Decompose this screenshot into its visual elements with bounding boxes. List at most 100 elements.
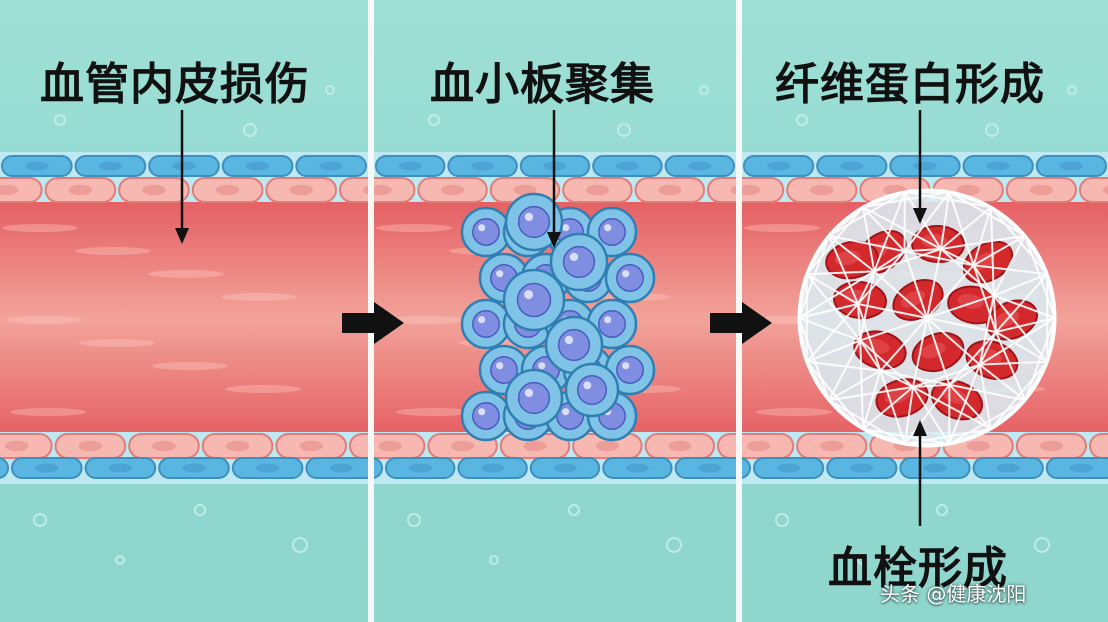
platelet bbox=[549, 232, 609, 292]
fibrin-strand bbox=[948, 191, 975, 266]
vessel-wall-cell bbox=[339, 177, 368, 203]
vessel-wall-cell bbox=[0, 177, 43, 203]
vessel-lumen bbox=[0, 200, 368, 438]
fibrin-strand bbox=[862, 386, 914, 430]
fibrin-strand bbox=[904, 248, 942, 253]
endothelial-cell bbox=[899, 457, 971, 479]
endothelial-cell bbox=[889, 155, 961, 177]
fibrin-strand bbox=[978, 331, 997, 366]
pointer-arrow-icon bbox=[913, 420, 927, 526]
fibrin-strand bbox=[926, 248, 942, 319]
vessel-wall-cell bbox=[562, 177, 633, 203]
transition-arrow-icon bbox=[710, 302, 772, 344]
fibrin-strand bbox=[939, 191, 951, 250]
stage-label-fibrin-formation: 纤维蛋白形成 bbox=[775, 59, 1045, 110]
pointer-arrow-icon bbox=[913, 110, 927, 224]
vessel-wall-cell bbox=[118, 177, 190, 203]
fibrin-strand bbox=[859, 317, 928, 342]
vessel-wall-cell bbox=[796, 433, 868, 459]
fibrin-strand bbox=[990, 206, 1049, 275]
endothelial-cell bbox=[753, 457, 825, 479]
pointer-arrow-icon bbox=[175, 110, 189, 244]
fibrin-strand bbox=[798, 270, 875, 319]
stage-label-platelet-aggregation: 血小板聚集 bbox=[430, 59, 655, 110]
stage-label-endothelial-injury: 血管内皮损伤 bbox=[40, 59, 310, 110]
platelet bbox=[478, 344, 530, 396]
fibrin-strand bbox=[995, 273, 1049, 333]
fibrin-strand bbox=[949, 383, 1026, 402]
fibrin-strand bbox=[912, 317, 928, 388]
endothelial-cell bbox=[447, 155, 518, 177]
fibrin-strand bbox=[862, 370, 882, 430]
endothelial-cell bbox=[74, 155, 147, 177]
fibrin-strand bbox=[806, 360, 881, 372]
vessel-wall-cell bbox=[275, 433, 347, 459]
watermark: 头条 @健康沈阳 bbox=[880, 582, 1027, 606]
panel-fibrin-formation bbox=[742, 0, 1108, 622]
vessel-wall-cell bbox=[191, 177, 264, 203]
fibrin-strand bbox=[993, 294, 1056, 319]
endothelial-cell bbox=[972, 457, 1044, 479]
fibrin-strand bbox=[995, 317, 1056, 333]
fibrin-strand bbox=[903, 384, 951, 445]
vessel-wall-cell bbox=[786, 177, 858, 203]
fibrin-strand bbox=[978, 295, 995, 365]
fibrin-strand bbox=[972, 264, 995, 297]
endothelial-cell bbox=[385, 457, 456, 479]
fibrin-strand bbox=[940, 248, 975, 267]
endothelial-cell bbox=[816, 155, 888, 177]
endothelial-cell bbox=[11, 457, 83, 479]
vessel-wall-cell bbox=[265, 177, 337, 203]
vessel-wall-cell bbox=[374, 177, 416, 203]
endothelial-cell bbox=[375, 155, 446, 177]
vessel-wall-cell bbox=[1089, 433, 1108, 459]
fibrin-strand bbox=[798, 235, 830, 319]
fibrin-strand bbox=[979, 317, 1056, 366]
fibrin-strand bbox=[926, 264, 975, 319]
endothelial-cell bbox=[305, 457, 368, 479]
fibrin-strand bbox=[806, 270, 875, 276]
fibrin-strand bbox=[940, 206, 992, 250]
fibrin-strand bbox=[948, 363, 981, 386]
panel-endothelial-injury bbox=[0, 0, 368, 622]
fibrin-strand bbox=[879, 370, 906, 445]
vessel-wall-cell bbox=[1079, 177, 1108, 203]
endothelial-cell bbox=[529, 457, 601, 479]
endothelial-cell bbox=[457, 457, 528, 479]
fibrin-strand bbox=[857, 303, 862, 341]
fibrin-strand bbox=[805, 361, 864, 430]
fibrin-strand bbox=[992, 294, 1049, 363]
vessel-wall-cell bbox=[634, 177, 706, 203]
fibrin-strand bbox=[903, 191, 942, 250]
fibrin-strand bbox=[926, 317, 981, 366]
endothelial-cell bbox=[1035, 155, 1107, 177]
fibrin-strand bbox=[828, 191, 906, 237]
endothelial-cell bbox=[1045, 457, 1108, 479]
vessel-wall-cell bbox=[644, 433, 716, 459]
endothelial-cell bbox=[826, 457, 898, 479]
endothelial-cell bbox=[743, 155, 815, 177]
endothelial-cell bbox=[0, 457, 9, 479]
endothelial-cell bbox=[231, 457, 304, 479]
endothelial-cell bbox=[742, 457, 751, 479]
endothelial-cell bbox=[1, 155, 73, 177]
platelet bbox=[460, 206, 512, 258]
fibrin-strand bbox=[926, 317, 951, 386]
fibrin-strand bbox=[859, 339, 882, 372]
vessel-wall-cell bbox=[349, 433, 368, 459]
fibrin-strand bbox=[993, 273, 1048, 297]
platelet bbox=[502, 268, 566, 332]
endothelial-cell bbox=[221, 155, 294, 177]
vessel-wall-cell bbox=[707, 177, 736, 203]
result-label-thrombus: 血栓形成 bbox=[828, 543, 1008, 594]
fibrin-strand bbox=[873, 270, 928, 319]
vessel-wall-cell bbox=[0, 433, 53, 459]
vessel-wall-cell bbox=[717, 433, 736, 459]
fibrin-strand bbox=[912, 386, 992, 430]
fibrin-strand bbox=[926, 294, 995, 319]
endothelial-cell bbox=[84, 457, 157, 479]
fibrin-strand bbox=[798, 317, 861, 342]
fibrin-strand bbox=[995, 331, 1048, 363]
vessel-scene-3 bbox=[742, 85, 1108, 565]
fibrin-strand bbox=[828, 234, 905, 253]
